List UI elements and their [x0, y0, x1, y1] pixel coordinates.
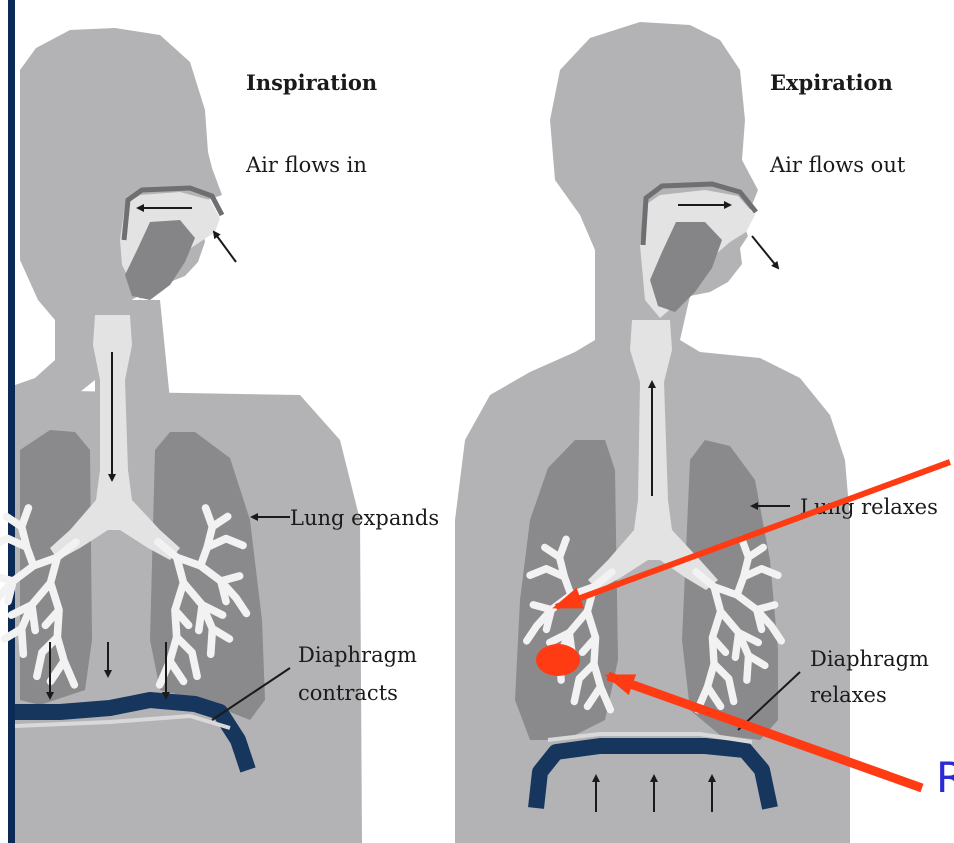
- slide-frame-line: [8, 0, 15, 843]
- inspiration-lung-label: Lung expands: [290, 506, 439, 530]
- expiration-diaphragm-label-2: relaxes: [810, 683, 887, 707]
- inspiration-diaphragm-label-2: contracts: [298, 681, 398, 705]
- inspiration-figure: Inspiration Air flows in Lung expands Di…: [0, 28, 439, 843]
- expiration-airflow-label: Air flows out: [769, 153, 906, 177]
- annotation-cut-text: R: [936, 753, 954, 802]
- expiration-figure: Expiration Air flows out Lung relaxes Di…: [455, 22, 938, 843]
- annotation-marker-dot: [536, 644, 580, 676]
- expiration-title: Expiration: [770, 70, 893, 95]
- inspiration-airflow-label: Air flows in: [245, 153, 367, 177]
- expiration-diaphragm-label-1: Diaphragm: [810, 647, 929, 671]
- inspiration-title: Inspiration: [246, 70, 377, 95]
- inspiration-diaphragm-label-1: Diaphragm: [298, 643, 417, 667]
